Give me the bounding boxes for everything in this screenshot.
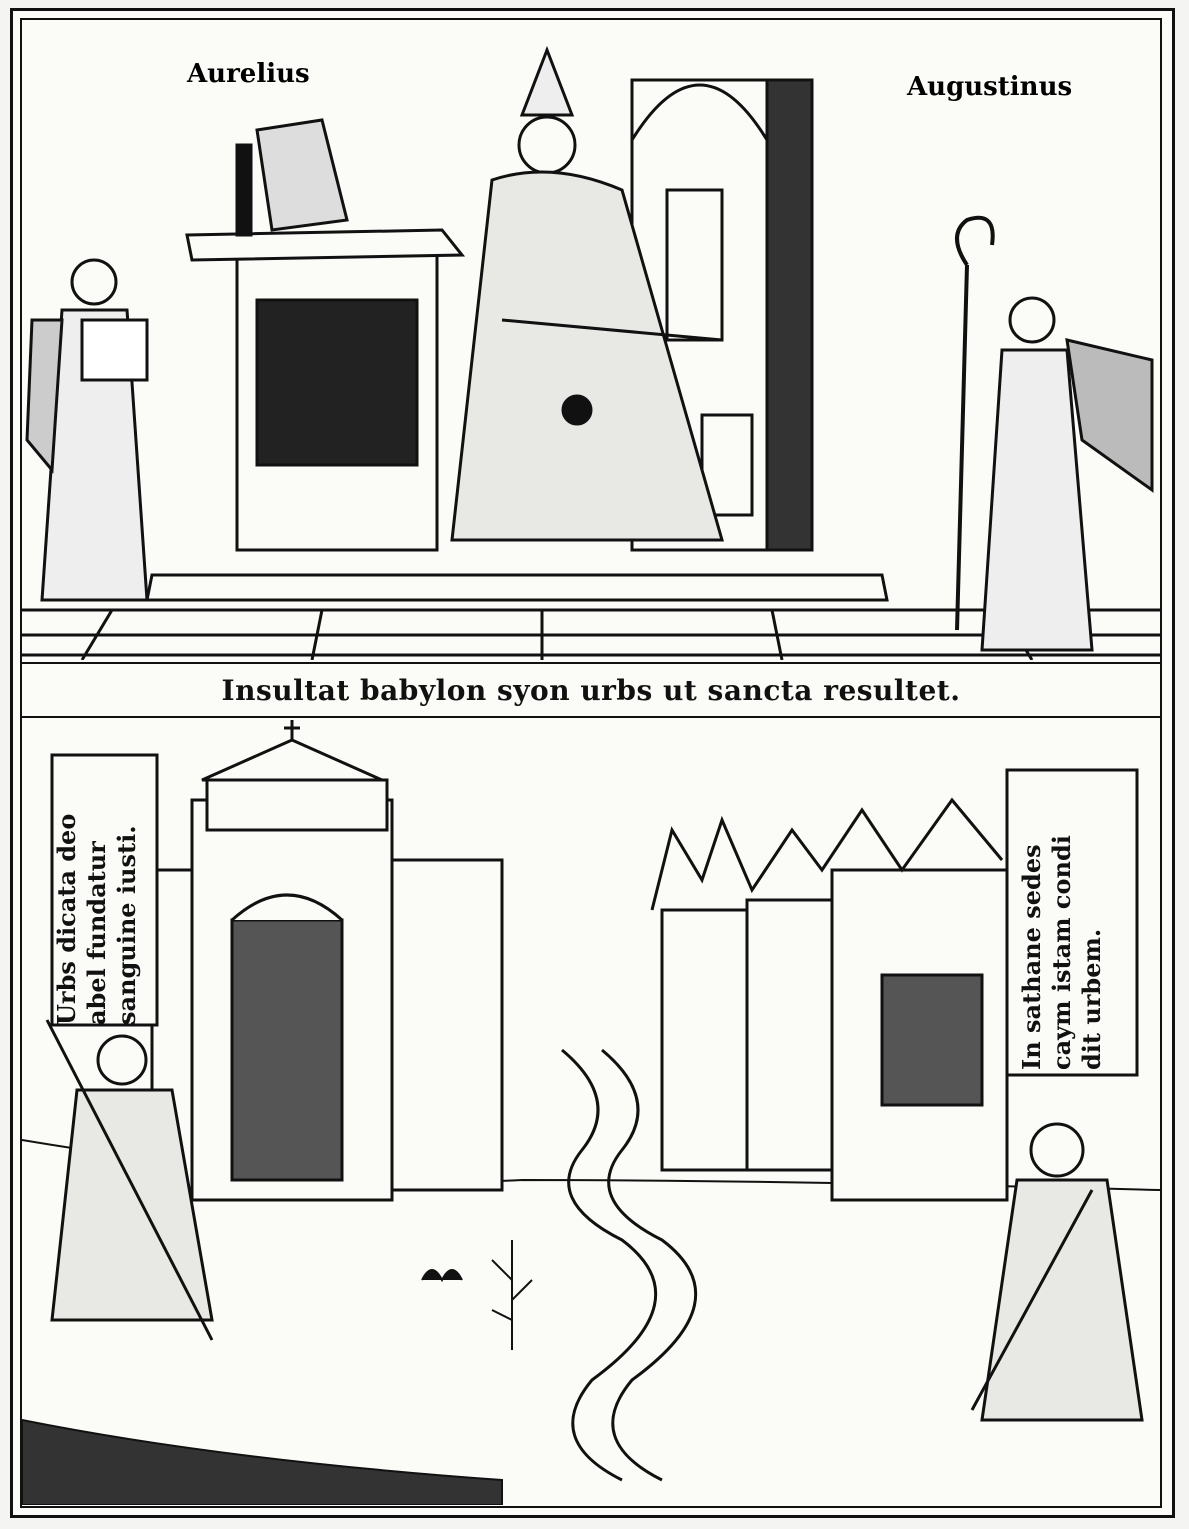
crozier-icon — [955, 215, 995, 631]
caption-band: Insultat babylon syon urbs ut sancta res… — [22, 662, 1160, 718]
inner-border — [20, 18, 1162, 1508]
plant-icon — [421, 1240, 533, 1350]
platform-icon — [145, 573, 889, 602]
cain-figure-icon — [970, 1122, 1144, 1422]
left-scroll-banner — [50, 753, 159, 1027]
burning-city-icon — [650, 797, 1009, 1202]
top-panel: Aurelius Augustinus — [22, 20, 1160, 660]
top-scene: Aurelius Augustinus — [22, 45, 1160, 660]
left-scroll-text: Urbs dicata deo abel fundatur sanguine i… — [52, 813, 141, 1025]
angel-right-icon — [980, 296, 1154, 652]
church-icon — [150, 720, 504, 1202]
bottom-scene — [22, 720, 1160, 1505]
right-name-label: Augustinus — [906, 72, 1072, 102]
angel-left-icon — [25, 258, 149, 602]
right-scroll-banner — [1005, 768, 1139, 1077]
left-name-label: Aurelius — [186, 59, 310, 89]
bottom-panel: Urbs dicata deo abel fundatur sanguine i… — [22, 720, 1160, 1505]
bishop-icon — [450, 45, 724, 542]
river-icon — [561, 1048, 698, 1482]
caption-text: Insultat babylon syon urbs ut sancta res… — [221, 673, 961, 707]
lectern-icon — [185, 118, 466, 552]
right-scroll-text: In sathane sedes caym istam condi dit ur… — [1017, 835, 1106, 1070]
abel-figure-icon — [45, 1019, 214, 1341]
tiled-floor-icon — [22, 608, 1160, 660]
